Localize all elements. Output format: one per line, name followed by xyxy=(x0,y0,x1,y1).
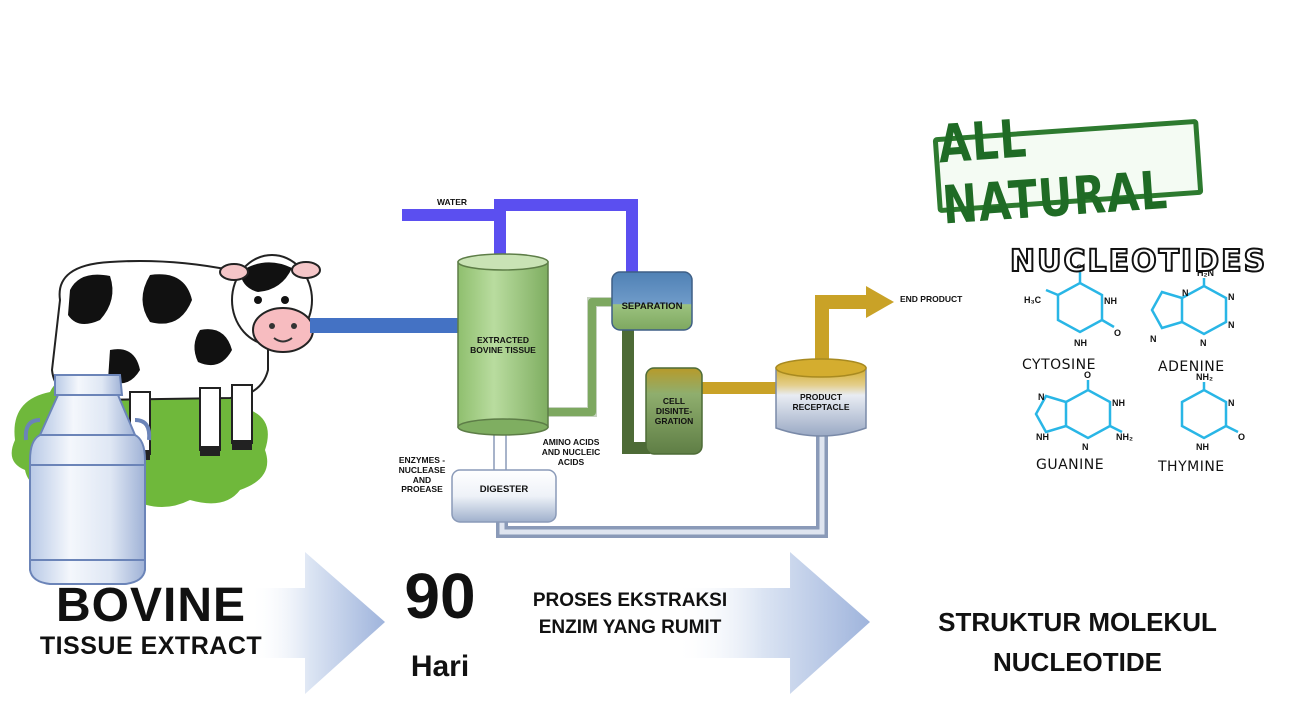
all-natural-stamp: ALL NATURAL xyxy=(932,108,1204,236)
guanine-structure xyxy=(1034,380,1123,440)
svg-text:N: N xyxy=(1228,292,1235,302)
water-pipe-2 xyxy=(494,199,638,272)
extracted-tissue-tank xyxy=(457,253,549,436)
separation-label: SEPARATION xyxy=(621,301,683,312)
svg-text:O: O xyxy=(1084,370,1091,380)
thymine-structure xyxy=(1180,382,1239,440)
digester-unit xyxy=(451,469,557,523)
svg-text:NH: NH xyxy=(1104,296,1117,306)
svg-text:N: N xyxy=(1182,288,1189,298)
end-product-arrowhead xyxy=(866,286,894,318)
molecule-name-adenine: ADENINE xyxy=(1158,359,1225,375)
source-subtitle: TISSUE EXTRACT xyxy=(39,632,263,660)
milk-can-illustration xyxy=(23,374,152,585)
molecule-name-thymine: THYMINE xyxy=(1158,459,1225,475)
cow-feed-pipe xyxy=(310,318,460,333)
svg-text:N: N xyxy=(1228,398,1235,408)
svg-text:H₂N: H₂N xyxy=(1197,268,1214,278)
svg-text:NH: NH xyxy=(1036,432,1049,442)
svg-text:NH: NH xyxy=(1074,338,1087,348)
duration-value: 90 xyxy=(404,560,476,632)
svg-text:N: N xyxy=(1228,320,1235,330)
svg-text:N: N xyxy=(1200,338,1207,348)
svg-text:NH₂: NH₂ xyxy=(1196,372,1213,382)
duration-unit: Hari xyxy=(410,650,470,683)
svg-text:H₃C: H₃C xyxy=(1024,295,1042,305)
svg-text:NH₂: NH₂ xyxy=(1116,432,1133,442)
adenine-structure xyxy=(1150,278,1228,336)
product-receptacle xyxy=(775,358,867,437)
svg-text:N: N xyxy=(1082,442,1089,452)
cell-disintegration-unit xyxy=(645,367,703,455)
source-title: BOVINE xyxy=(55,579,247,632)
svg-text:N: N xyxy=(1038,392,1045,402)
svg-text:N: N xyxy=(1150,334,1157,344)
tank-to-separation-pipe xyxy=(548,298,612,416)
digester-label: DIGESTER xyxy=(479,484,529,495)
svg-text:O: O xyxy=(1238,432,1245,442)
water-label: WATER xyxy=(436,197,468,207)
svg-text:NH: NH xyxy=(1196,442,1209,452)
separation-to-cell-pipe xyxy=(622,330,650,454)
end-product-pipe xyxy=(815,295,868,362)
svg-text:NH: NH xyxy=(1112,398,1125,408)
nucleotides-title: NUCLEOTIDES xyxy=(1009,243,1268,280)
svg-text:O: O xyxy=(1076,263,1083,273)
separation-unit xyxy=(611,271,693,331)
cytosine-structure xyxy=(1045,272,1115,334)
flow-arrow-2 xyxy=(675,552,870,694)
end-product-label: END PRODUCT xyxy=(900,294,963,304)
svg-text:O: O xyxy=(1114,328,1121,338)
flow-arrow-1 xyxy=(250,552,385,694)
all-natural-text: ALL NATURAL xyxy=(936,107,1170,237)
molecule-name-cytosine: CYTOSINE xyxy=(1022,357,1096,373)
molecule-name-guanine: GUANINE xyxy=(1036,457,1105,473)
